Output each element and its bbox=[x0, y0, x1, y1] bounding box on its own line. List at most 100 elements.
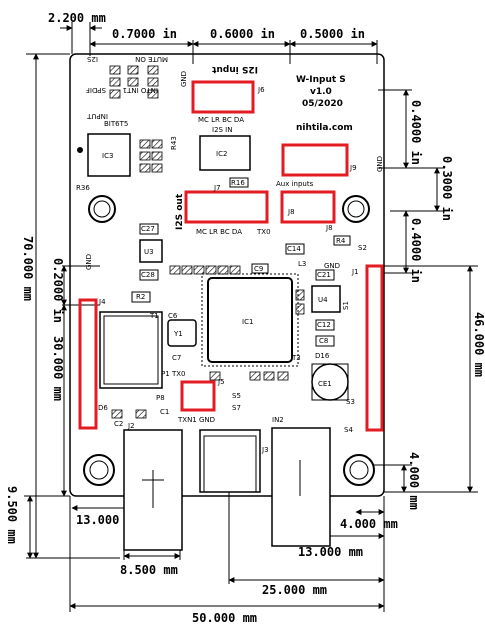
label-txp1-tx0: TXP1 TX0 bbox=[151, 370, 186, 378]
dim-right-2: 0.3000 in bbox=[440, 156, 454, 221]
c21-label: C21 bbox=[317, 271, 331, 279]
r4-box bbox=[333, 235, 351, 246]
label-gnd-j9: GND bbox=[376, 156, 384, 172]
label-input: INPUT bbox=[86, 112, 108, 120]
ic1-label: IC1 bbox=[242, 318, 253, 326]
dim-right-bottom: 4.000 mm bbox=[407, 452, 421, 510]
t1-outline bbox=[99, 311, 163, 389]
j9-highlight bbox=[281, 143, 349, 177]
r36-label: R36 bbox=[76, 184, 90, 192]
c27-box bbox=[139, 223, 159, 235]
dimensions: 2.200 mm 0.7000 in 0.6000 in 0.5000 in 0… bbox=[5, 11, 485, 625]
t3-label: T3 bbox=[291, 354, 301, 362]
c9-box bbox=[251, 263, 269, 274]
j8-label: J8 bbox=[325, 224, 333, 232]
c8-box bbox=[315, 335, 335, 347]
p8-label: P8 bbox=[156, 394, 165, 402]
j1-label: J1 bbox=[351, 268, 359, 276]
label-tx0: TX0 bbox=[256, 228, 271, 236]
j5-label: J5 bbox=[217, 378, 225, 386]
dim-bottom-2: 4.000 mm bbox=[340, 517, 398, 531]
label-mc-lr-bottom: MC LR BC DA bbox=[196, 228, 242, 236]
r16-label: R16 bbox=[231, 179, 245, 187]
j8-label-inner: J8 bbox=[287, 208, 295, 216]
label-txn1-gnd: TXN1 GND bbox=[177, 416, 215, 424]
j8-highlight bbox=[280, 190, 336, 224]
label-aux-inputs: Aux inputs bbox=[276, 180, 314, 188]
label-i2s-small: I2S bbox=[86, 55, 98, 63]
hole-bottom-right bbox=[343, 454, 375, 486]
c27-label: C27 bbox=[141, 225, 155, 233]
d6-label: D6 bbox=[98, 404, 108, 412]
components: IC3 R36 IC2 R43 IC1 U3 U4 Y1 T1 C6 C7 CE… bbox=[76, 65, 367, 551]
c7-label: C7 bbox=[172, 354, 181, 362]
dim-left-3: 30.000 mm bbox=[51, 336, 65, 401]
dim-right-3: 0.4000 in bbox=[409, 218, 423, 283]
s1-label: S1 bbox=[342, 301, 350, 310]
label-i2s-out: I2S out bbox=[175, 193, 185, 230]
r4-label: R4 bbox=[336, 237, 346, 245]
u4-outline bbox=[311, 285, 341, 313]
label-mc-lr-top: MC LR BC DA bbox=[198, 116, 244, 124]
c14-label: C14 bbox=[287, 245, 301, 253]
c8-label: C8 bbox=[319, 337, 328, 345]
r16-box bbox=[229, 177, 249, 188]
u4-label: U4 bbox=[318, 296, 328, 304]
dim-left-bottom: 9.500 mm bbox=[5, 486, 19, 544]
label-gnd-top: GND bbox=[180, 71, 188, 87]
dim-top-1: 0.7000 in bbox=[112, 27, 177, 41]
board-title: W-Input S bbox=[296, 75, 346, 85]
in2-outline bbox=[271, 427, 331, 547]
dim-left-2: 0.2000 in bbox=[51, 258, 65, 323]
ic3-outline bbox=[87, 133, 131, 177]
ic2-outline bbox=[199, 135, 251, 171]
r2-label: R2 bbox=[136, 293, 145, 301]
l3-label: L3 bbox=[298, 260, 306, 268]
ic2-label: IC2 bbox=[216, 150, 227, 158]
j7-highlight bbox=[184, 190, 269, 224]
c1-label: C1 bbox=[160, 408, 169, 416]
dim-bottom-4: 8.500 mm bbox=[120, 563, 178, 577]
label-i2s-input: I2S input bbox=[211, 64, 258, 74]
label-gnd-left: GND bbox=[85, 254, 93, 270]
c9-label: C9 bbox=[254, 265, 263, 273]
c28-box bbox=[139, 269, 159, 281]
r2-box bbox=[131, 291, 151, 303]
board-labels: W-Input S v1.0 05/2020 nihtila.com I2S i… bbox=[85, 55, 384, 424]
t1-label: T1 bbox=[149, 312, 159, 320]
j4-label: J4 bbox=[98, 298, 106, 306]
dim-bottom-3: 13.000 mm bbox=[298, 545, 363, 559]
s7-label: S7 bbox=[232, 404, 241, 412]
label-i2s-in: I2S IN bbox=[212, 126, 233, 134]
label-mute-on: MUTE ON bbox=[135, 55, 168, 63]
c12-label: C12 bbox=[317, 321, 331, 329]
s2-label: S2 bbox=[358, 244, 367, 252]
dim-bottom-5: 25.000 mm bbox=[262, 583, 327, 597]
label-gnd-right: GND bbox=[324, 262, 340, 270]
dim-right-1: 0.4000 in bbox=[409, 100, 423, 165]
label-bit: BIT6T5 bbox=[104, 120, 128, 128]
hole-top-right bbox=[342, 195, 370, 223]
j4-highlight bbox=[78, 298, 98, 430]
c6-label: C6 bbox=[168, 312, 178, 320]
board-url: nihtila.com bbox=[296, 123, 353, 133]
j1-highlight bbox=[365, 264, 384, 432]
dim-top-left: 2.200 mm bbox=[48, 11, 106, 25]
c2-label: C2 bbox=[114, 420, 123, 428]
dim-bottom-6: 50.000 mm bbox=[192, 611, 257, 625]
c21-box bbox=[315, 269, 335, 281]
label-into-int1: INTO INT1 bbox=[123, 86, 158, 94]
y1-label: Y1 bbox=[173, 330, 183, 338]
j3-label: J3 bbox=[261, 446, 269, 454]
ce1-label: CE1 bbox=[318, 380, 332, 388]
highlighted-headers: J6 J9 J7 J8 J8 J4 J1 J5 bbox=[78, 80, 384, 432]
ic1-outline bbox=[207, 277, 293, 363]
s3-label: S3 bbox=[346, 398, 355, 406]
u3-outline bbox=[139, 239, 163, 263]
board-version: v1.0 bbox=[310, 87, 332, 97]
j6-label: J6 bbox=[257, 86, 265, 94]
dim-top-2: 0.6000 in bbox=[210, 27, 275, 41]
c12-box bbox=[315, 319, 335, 331]
c14-box bbox=[285, 243, 305, 255]
u3-label: U3 bbox=[144, 248, 154, 256]
